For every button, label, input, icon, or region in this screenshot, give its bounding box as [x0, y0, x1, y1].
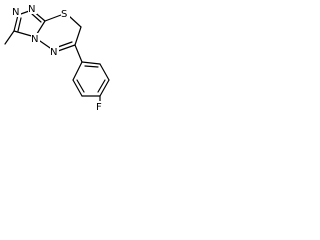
atom-n3-bg	[31, 33, 40, 44]
bond-ph3-ph4	[99, 79, 110, 97]
bond-ch2-c6	[74, 26, 82, 46]
bond-c8a-s1	[44, 14, 62, 22]
atom-n1: N	[12, 7, 19, 18]
atom-n2: N	[28, 4, 35, 15]
structure-diagram: N N N N S F	[4, 3, 110, 112]
atom-n4: N	[50, 47, 57, 58]
bond-ph-inner-2	[97, 79, 106, 93]
bond-methyl	[4, 30, 15, 45]
bond-s1-ch2	[68, 15, 82, 28]
bond-ph-inner-1	[84, 65, 99, 68]
bond-ph5-ph6	[72, 79, 83, 97]
molecule-canvas: N N N N S F	[0, 0, 124, 112]
bond-c6-phenyl	[74, 44, 83, 63]
atom-s1-bg	[61, 8, 70, 19]
atom-s1: S	[61, 9, 67, 20]
atom-n2-bg	[28, 3, 37, 14]
bond-ph6-ph1	[72, 61, 83, 81]
atom-n4-bg	[50, 46, 59, 57]
atom-f1-bg	[95, 101, 104, 112]
bond-ph1-ph2	[81, 61, 101, 65]
bond-n1-c3a	[13, 14, 19, 32]
bond-c6-n5-double	[57, 41, 73, 48]
atom-n1-bg	[12, 6, 21, 17]
atom-n3: N	[31, 34, 38, 45]
bond-c8a-n2-double	[31, 13, 42, 23]
atom-f1: F	[96, 102, 102, 112]
bond-c6-n5	[57, 44, 76, 52]
bond-ph-inner-3	[76, 79, 85, 93]
bond-c3a-n1-inner	[17, 17, 22, 32]
bond-ph2-ph3	[99, 63, 110, 81]
